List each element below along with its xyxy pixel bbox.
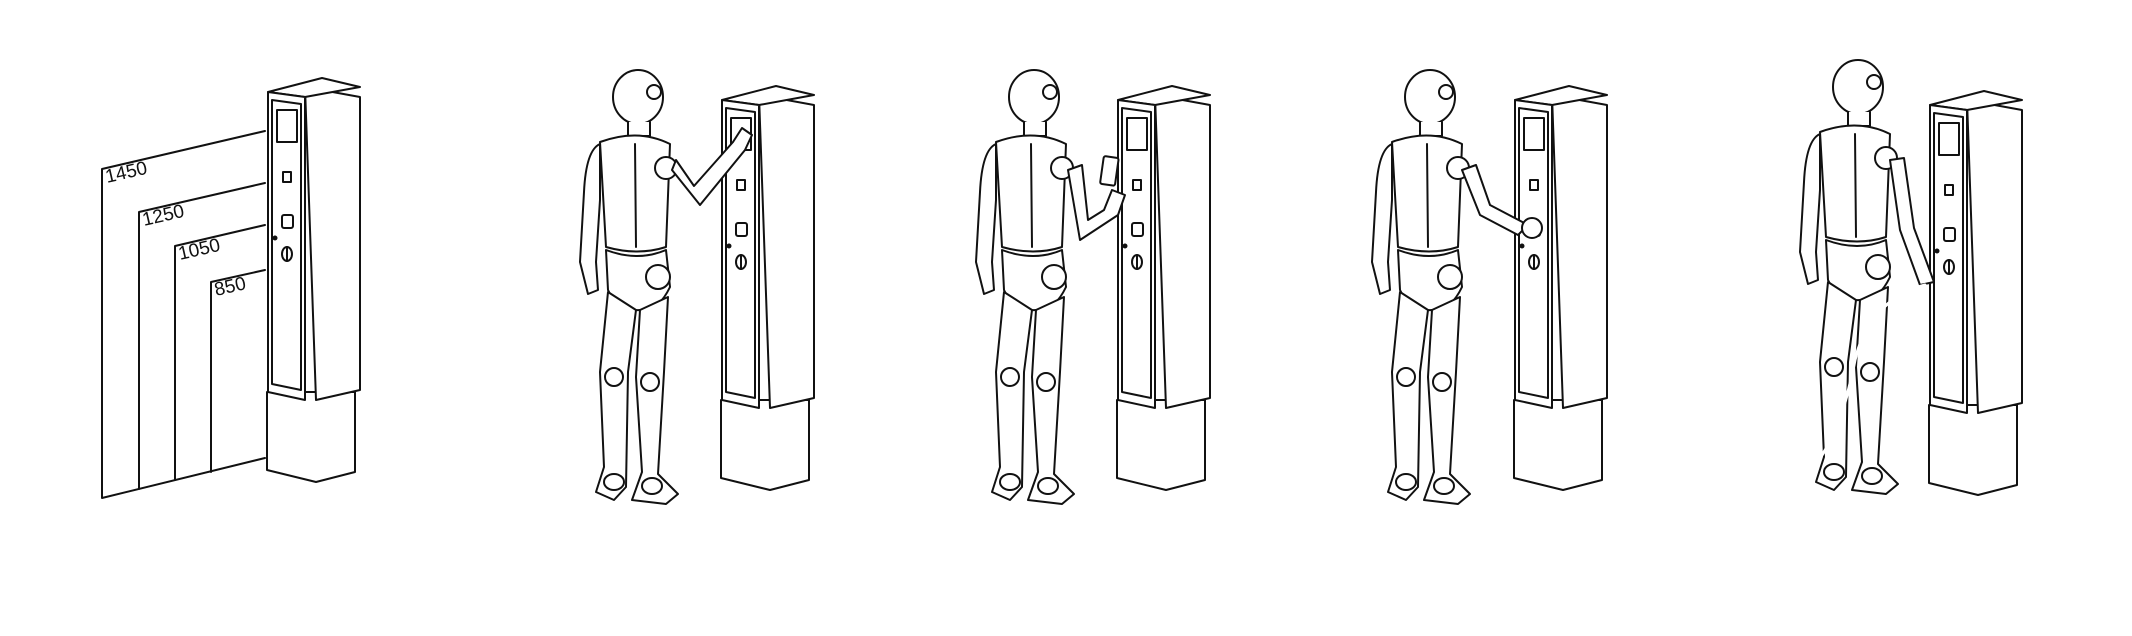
- cable-connection-scene: [1778, 59, 2023, 507]
- height-panel-850: 850: [210, 269, 266, 473]
- charging-station: [266, 77, 361, 483]
- user-figure: [579, 69, 679, 505]
- user-figure: [975, 69, 1075, 505]
- user-figure: [1799, 59, 1899, 495]
- card-reader-scene: [975, 69, 1211, 505]
- raised-arm: [671, 127, 753, 206]
- charging-station: [1513, 85, 1608, 491]
- height-label-1050: 1050: [176, 235, 222, 265]
- raised-arm: [1067, 164, 1126, 241]
- hand-icon: [1521, 217, 1543, 239]
- rfid-card-icon: [1099, 155, 1120, 187]
- height-panel-1450: 1450: [101, 130, 266, 499]
- charging-station: [1928, 90, 2023, 496]
- touch-screen-scene: [579, 69, 815, 505]
- height-label-1450: 1450: [103, 158, 149, 188]
- charging-station: [1116, 85, 1211, 491]
- lowered-arm: [1889, 157, 1935, 286]
- user-figure: [1371, 69, 1471, 505]
- height-label-850: 850: [212, 273, 248, 301]
- button-press-scene: [1371, 69, 1608, 505]
- height-panel-1050: 1050: [174, 224, 266, 481]
- height-options-scene: 1450 1250 1050 850: [101, 77, 361, 499]
- height-label-1250: 1250: [140, 201, 186, 231]
